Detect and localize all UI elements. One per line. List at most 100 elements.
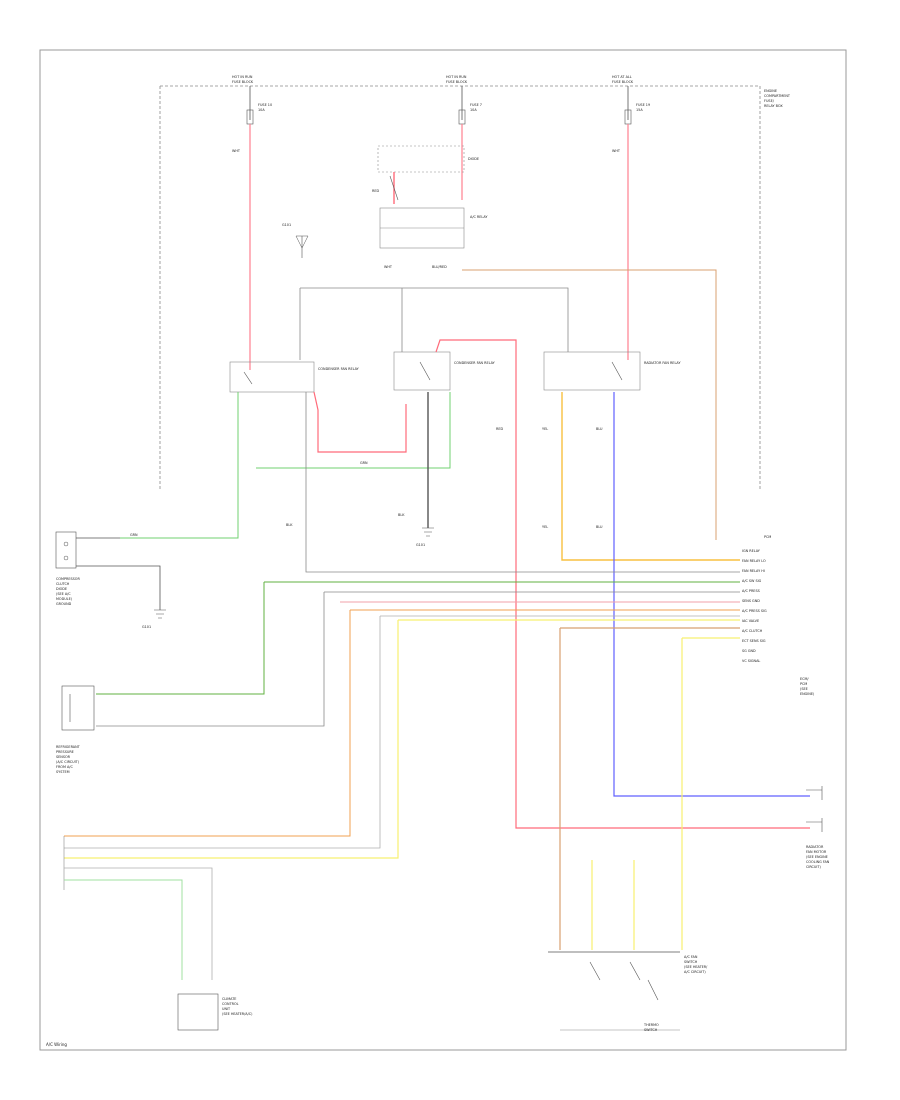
harness-yellow [64, 619, 740, 859]
svg-text:FAN RELAY LO: FAN RELAY LO [742, 559, 766, 563]
fuse-center: FUSE 7 10A [458, 86, 482, 125]
green-wire-left [120, 392, 239, 539]
svg-text:CLIMATE: CLIMATE [222, 997, 236, 1001]
right-top-note-1: ENGINE [764, 89, 777, 93]
relay-center: CONDENSER FAN RELAY [393, 351, 496, 391]
thermo-switch: A/C FAN SWITCH (SEE HEATER/ A/C CIRCUIT)… [548, 860, 708, 1032]
climate-control-unit: CLIMATE CONTROL UNIT (SEE HEATER/A/C) [177, 993, 253, 1031]
svg-text:PRESSURE: PRESSURE [56, 750, 74, 754]
fuse-left-top: HOT IN RUN [232, 75, 253, 79]
svg-text:(SEE HEATER/A/C): (SEE HEATER/A/C) [222, 1012, 253, 1016]
svg-text:(SEE ENGINE: (SEE ENGINE [806, 855, 828, 859]
fuse-left: FUSE 10 10A [246, 86, 272, 125]
gray-wire-left [305, 392, 740, 573]
svg-text:(SEE HEATER/: (SEE HEATER/ [684, 965, 708, 969]
harness-yellow-2 [681, 637, 740, 950]
svg-text:THERMO: THERMO [643, 1023, 659, 1027]
ground-bottom-left: G101 [142, 609, 166, 629]
svg-text:CIRCUIT): CIRCUIT) [806, 865, 821, 869]
wire-wht-1: WHT [232, 149, 241, 153]
svg-text:DIODE: DIODE [468, 157, 479, 161]
right-top-note-2: COMPARTMENT [764, 94, 791, 98]
wire-wht-3: WHT [384, 265, 393, 269]
svg-text:PCM: PCM [800, 682, 807, 686]
climate-control-connector [63, 836, 213, 980]
svg-text:GROUND: GROUND [56, 602, 72, 606]
svg-text:CLUTCH: CLUTCH [56, 582, 70, 586]
svg-text:A/C CIRCUIT): A/C CIRCUIT) [684, 970, 706, 974]
svg-text:SWITCH: SWITCH [644, 1028, 658, 1032]
harness-gray-2 [64, 615, 740, 849]
svg-text:DIODE: DIODE [56, 587, 67, 591]
svg-text:SENS GND: SENS GND [742, 599, 760, 603]
svg-text:10A: 10A [470, 108, 477, 112]
compressor-clutch: COMPRESSOR CLUTCH DIODE (SEE A/C MODULE)… [55, 531, 161, 610]
pcm-connector: PCM IGN RELAY FAN RELAY LO FAN RELAY HI … [742, 535, 815, 696]
pressure-sensor: REFRIGERANT PRESSURE SENSOR (A/C CIRCUIT… [56, 685, 95, 774]
right-top-note-4: RELAY BOX [764, 104, 783, 108]
green-wire-center [256, 392, 451, 469]
svg-text:(A/C CIRCUIT): (A/C CIRCUIT) [56, 760, 80, 764]
svg-text:MODULE): MODULE) [56, 597, 73, 601]
svg-text:ENGINE): ENGINE) [800, 692, 815, 696]
yel-label-2: YEL [542, 525, 548, 529]
svg-text:REFRIGERANT: REFRIGERANT [56, 745, 81, 749]
svg-text:A/C CLUTCH: A/C CLUTCH [742, 629, 763, 633]
footer-label: A/C Wiring [46, 1042, 67, 1047]
svg-text:RADIATOR FAN RELAY: RADIATOR FAN RELAY [644, 361, 681, 365]
ac-relay: DIODE A/C RELAY RED [372, 145, 488, 249]
red-label-2: RED [496, 427, 503, 431]
blk-label-1: BLK [398, 513, 405, 517]
svg-text:(SEE A/C: (SEE A/C [56, 592, 71, 596]
svg-text:PCM: PCM [764, 535, 771, 539]
svg-text:CONDENSER FAN RELAY: CONDENSER FAN RELAY [454, 361, 496, 365]
svg-text:G101: G101 [282, 223, 291, 227]
svg-text:ECM/: ECM/ [800, 677, 809, 681]
svg-text:SENSOR: SENSOR [56, 755, 71, 759]
svg-text:COMPRESSOR: COMPRESSOR [56, 577, 80, 581]
svg-text:15A: 15A [636, 108, 643, 112]
fuse-right-top: HOT AT ALL [612, 75, 632, 79]
tan-wire-top [462, 269, 717, 540]
svg-text:FROM A/C: FROM A/C [56, 765, 73, 769]
wire-wht-2: WHT [612, 149, 621, 153]
svg-text:CONTROL: CONTROL [222, 1002, 239, 1006]
blue-wire [613, 392, 810, 797]
fuse-right: FUSE 19 15A [624, 86, 650, 125]
svg-text:A/C PRESS: A/C PRESS [742, 589, 760, 593]
svg-text:FUSE 10: FUSE 10 [258, 103, 272, 107]
svg-text:ECT SENS SIG: ECT SENS SIG [742, 639, 766, 643]
svg-text:SG GND: SG GND [742, 649, 756, 653]
blu-label-2: BLU [596, 525, 603, 529]
fuse-left-sub: FUSE BLOCK [232, 80, 254, 84]
svg-text:FAN MOTOR: FAN MOTOR [806, 850, 827, 854]
wire-blu-red-label: BLU/RED [432, 265, 447, 269]
harness-orange [64, 609, 740, 837]
svg-text:COOLING FAN: COOLING FAN [806, 860, 830, 864]
svg-text:SYSTEM: SYSTEM [56, 770, 70, 774]
blu-label-1: BLU [596, 427, 603, 431]
svg-text:FUSE 19: FUSE 19 [636, 103, 650, 107]
svg-text:IGN RELAY: IGN RELAY [742, 549, 761, 553]
radiator-fan-connector: RADIATOR FAN MOTOR (SEE ENGINE COOLING F… [806, 786, 830, 869]
svg-text:(SEE: (SEE [800, 687, 808, 691]
svg-text:FAN RELAY HI: FAN RELAY HI [742, 569, 765, 573]
relay-left: CONDENSER FAN RELAY [229, 361, 360, 393]
ground-mid: G101 [416, 527, 434, 547]
svg-text:A/C PRESS SIG: A/C PRESS SIG [742, 609, 767, 613]
svg-text:10A: 10A [258, 108, 265, 112]
svg-text:A/C RELAY: A/C RELAY [470, 215, 488, 219]
fuse-center-sub: FUSE BLOCK [446, 80, 468, 84]
svg-text:RED: RED [372, 189, 379, 193]
harness-tan [559, 627, 740, 950]
ground-top: G101 [282, 223, 309, 258]
svg-text:VC SIGNAL: VC SIGNAL [742, 659, 760, 663]
svg-text:CONDENSER FAN RELAY: CONDENSER FAN RELAY [318, 367, 360, 371]
right-top-note-3: FUSE/ [764, 99, 775, 103]
fuse-center-top: HOT IN RUN [446, 75, 467, 79]
svg-text:FUSE 7: FUSE 7 [470, 103, 482, 107]
red-long [435, 339, 810, 829]
svg-text:G101: G101 [142, 625, 151, 629]
svg-text:IAC VALVE: IAC VALVE [742, 619, 759, 623]
svg-text:G101: G101 [416, 543, 425, 547]
